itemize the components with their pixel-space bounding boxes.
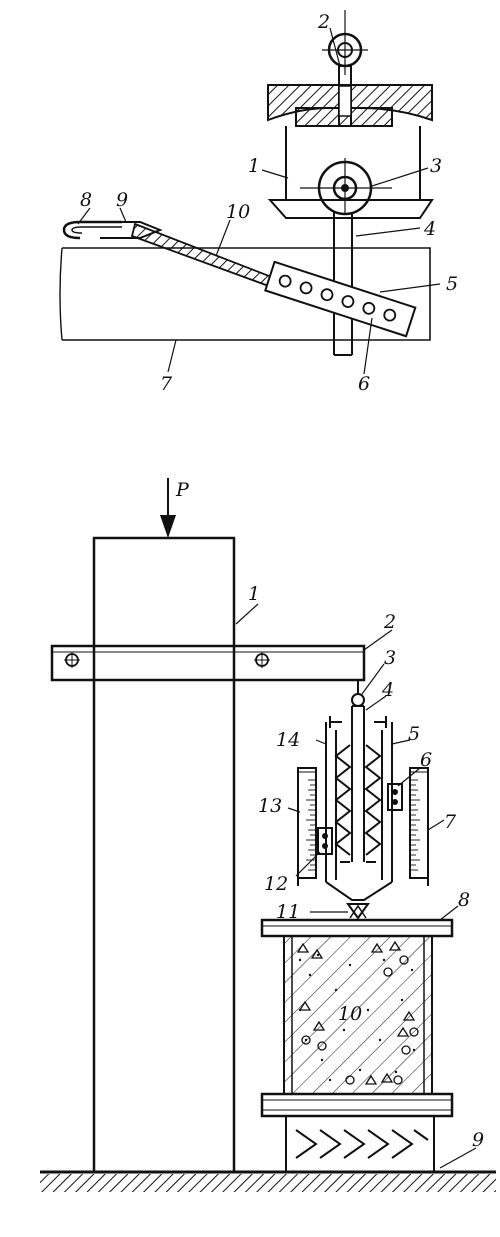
top-hook-8	[62, 220, 122, 240]
top-base-7	[59, 247, 431, 341]
bottom-bracket	[325, 861, 393, 901]
top-label-10: 10	[226, 201, 250, 223]
bottom-frame-right-5	[374, 716, 393, 868]
bottom-pointer-right-6	[387, 783, 403, 811]
top-label-8: 8	[80, 189, 92, 211]
bottom-label-10: 10	[338, 1003, 362, 1025]
top-label-3: 3	[430, 155, 442, 177]
load-arrow-p	[160, 478, 176, 538]
bottom-spring-left	[334, 744, 352, 856]
bottom-label-6: 6	[420, 749, 432, 771]
top-label-6: 6	[358, 373, 370, 395]
top-label-2: 2	[317, 11, 330, 33]
bottom-side-rails	[297, 878, 429, 886]
load-label-p: P	[175, 479, 190, 501]
top-frame-1	[267, 126, 434, 219]
bottom-label-14: 14	[276, 729, 300, 751]
top-link-9	[100, 221, 163, 239]
top-label-1: 1	[248, 155, 260, 177]
bottom-label-3: 3	[384, 647, 396, 669]
bottom-frame-left-14	[325, 716, 342, 868]
bottom-label-1: 1	[248, 583, 260, 605]
bottom-label-5: 5	[408, 723, 420, 745]
top-label-4: 4	[423, 218, 436, 240]
bottom-central-rod-4	[351, 705, 365, 862]
bottom-label-8: 8	[458, 889, 470, 911]
bottom-joint-11	[346, 903, 370, 920]
top-figure: 2 1 3 4 5 6 7 8 9 10	[59, 10, 458, 395]
top-label-7: 7	[160, 373, 173, 395]
top-label-5: 5	[446, 273, 458, 295]
top-perforated-bar	[264, 260, 417, 338]
top-label-9: 9	[116, 189, 128, 211]
bottom-scale-right-7	[409, 767, 429, 879]
bottom-beam-2	[50, 644, 366, 682]
top-axle-3	[300, 158, 392, 216]
top-leaders	[77, 27, 441, 375]
bottom-label-4: 4	[381, 679, 394, 701]
bottom-ground	[40, 1170, 496, 1192]
bottom-joint-3	[351, 693, 365, 707]
bottom-support-9	[285, 1115, 435, 1173]
bottom-label-9: 9	[472, 1129, 484, 1151]
bottom-column-1	[92, 536, 236, 1174]
bottom-specimen-10	[283, 935, 433, 1095]
bottom-scale-left-13	[297, 767, 317, 879]
bottom-label-13: 13	[258, 795, 282, 817]
bottom-label-11: 11	[276, 901, 300, 923]
top-clamp-block	[267, 84, 433, 127]
bottom-spring-right	[364, 744, 382, 856]
bottom-label-7: 7	[444, 811, 457, 833]
bottom-label-12: 12	[264, 873, 288, 895]
bottom-pointer-left-12	[317, 827, 333, 855]
bottom-figure: P	[40, 478, 496, 1192]
bottom-label-2: 2	[383, 611, 396, 633]
bottom-leaders	[235, 603, 477, 1169]
bottom-lower-plate	[260, 1092, 454, 1118]
